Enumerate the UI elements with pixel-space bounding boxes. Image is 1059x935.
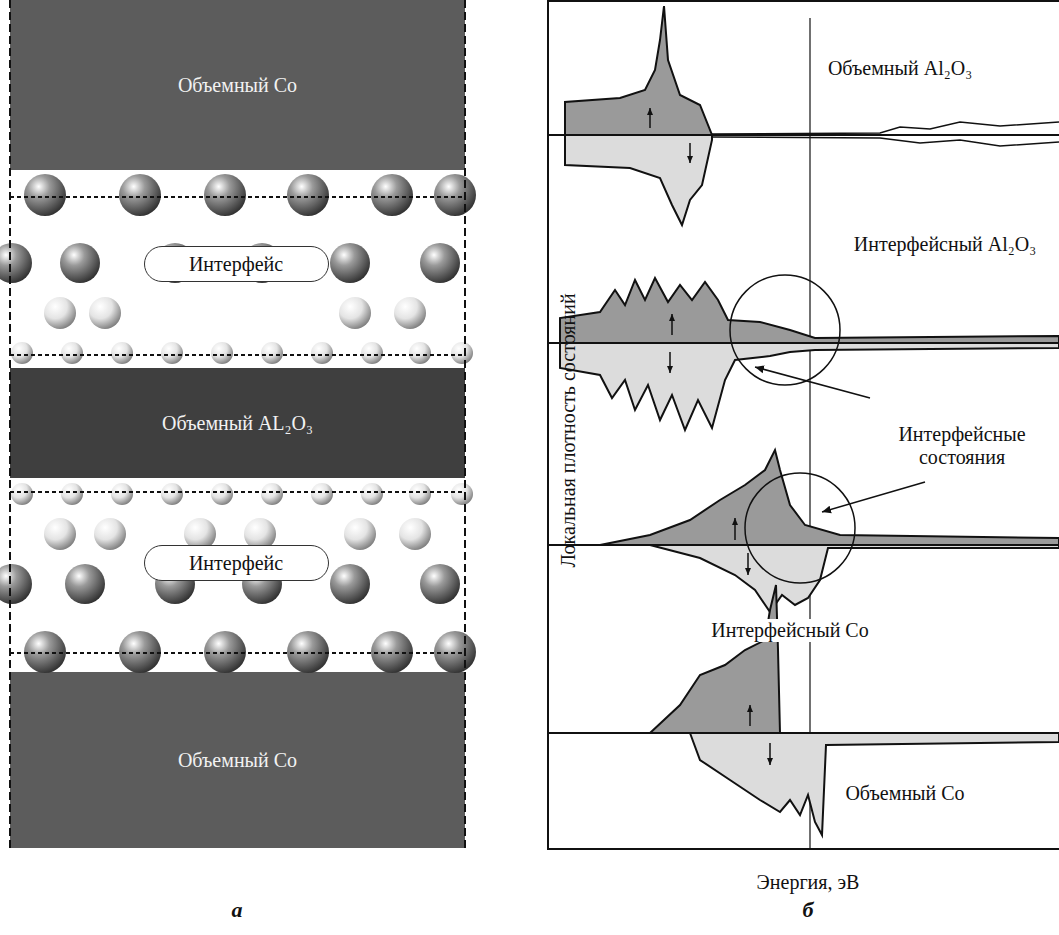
atom-sphere [420,243,460,283]
atom-sphere [204,174,246,216]
layer-band: Объемный AL₂O₃ [10,368,465,478]
atom-sphere [24,174,66,216]
atom-sphere [287,174,329,216]
dos-label: Объемный Al₂O₃ [825,57,975,80]
atom-sphere [361,342,383,364]
atom-sphere [394,297,426,329]
atom-sphere [119,174,161,216]
atom-sphere [330,564,370,604]
atom-sphere [161,342,183,364]
atom-sphere [61,483,83,505]
atom-sphere [0,243,32,283]
atom-sphere [261,342,283,364]
dos-label: Объемный Co [842,782,967,805]
atom-sphere [0,564,32,604]
atom-sphere [211,342,233,364]
axis-label: Энергия, эВ [754,871,863,894]
atom-sphere [339,297,371,329]
atom-sphere [434,174,476,216]
atom-sphere [361,483,383,505]
atom-sphere [399,518,431,550]
panel-letter: б [800,897,817,922]
atom-sphere [89,297,121,329]
interface-label-box: Интерфейс [144,545,329,581]
dos-label: Интерфейсный Al₂O₃ [851,233,1039,256]
atom-sphere [44,297,76,329]
atom-sphere [204,631,246,673]
atom-sphere [111,342,133,364]
panel-letter: а [229,897,246,922]
atom-sphere [65,564,105,604]
dos-label: Интерфейсный Co [708,619,871,642]
atom-sphere [111,483,133,505]
atom-sphere [371,174,413,216]
layer-name: Объемный Co [178,749,297,772]
atom-sphere [61,342,83,364]
atom-sphere [311,483,333,505]
callout-label: Интерфейсные состояния [874,423,1050,469]
layer-name: Интерфейс [189,253,283,276]
atom-sphere [161,483,183,505]
layer-name: Интерфейс [189,552,283,575]
atom-sphere [330,243,370,283]
atom-sphere [11,483,33,505]
atom-sphere [261,483,283,505]
atom-sphere [420,564,460,604]
atom-sphere [451,342,473,364]
atom-sphere [409,483,431,505]
atom-sphere [311,342,333,364]
atom-sphere [344,518,376,550]
atom-sphere [409,342,431,364]
layer-band: Объемный Co [10,0,465,170]
interface-label-box: Интерфейс [144,246,329,282]
atom-sphere [60,243,100,283]
atom-sphere [94,518,126,550]
axis-label: Локальная плотность состояний [556,290,579,570]
atom-sphere [211,483,233,505]
atom-sphere [44,518,76,550]
atom-sphere [11,342,33,364]
layer-band: Объемный Co [10,672,465,848]
layer-name: Объемный AL₂O₃ [162,412,313,435]
layer-name: Объемный Co [178,74,297,97]
atom-sphere [451,483,473,505]
